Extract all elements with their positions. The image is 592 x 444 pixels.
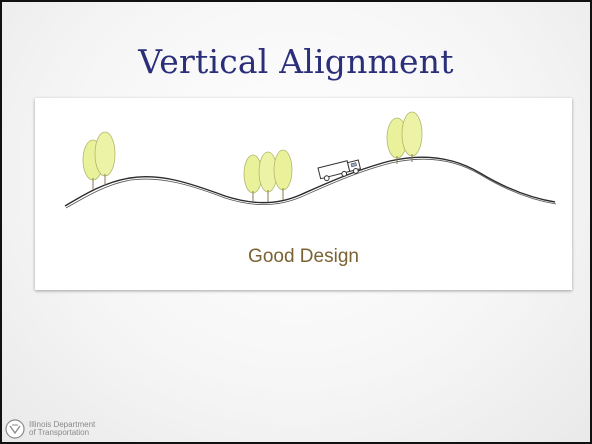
tree-icon	[243, 154, 263, 202]
tree-group-right	[386, 111, 423, 164]
slide-title: Vertical Alignment	[138, 42, 454, 81]
truck-icon	[317, 159, 362, 182]
footer-logo: Illinois Department of Transportation	[5, 418, 99, 440]
tree-group-middle	[243, 149, 293, 202]
idot-logo-icon	[5, 419, 25, 439]
footer-org-name: Illinois Department of Transportation	[29, 420, 96, 437]
tree-icon	[94, 131, 116, 186]
tree-icon	[273, 149, 293, 200]
tree-icon	[401, 111, 423, 162]
vertical-alignment-sketch	[64, 111, 557, 209]
road-profile	[64, 156, 556, 207]
tree-group-left	[82, 131, 116, 190]
road-profile-second-line	[65, 158, 557, 209]
illustration-card: Good Design	[35, 98, 572, 290]
slide-caption: Good Design	[248, 246, 359, 267]
